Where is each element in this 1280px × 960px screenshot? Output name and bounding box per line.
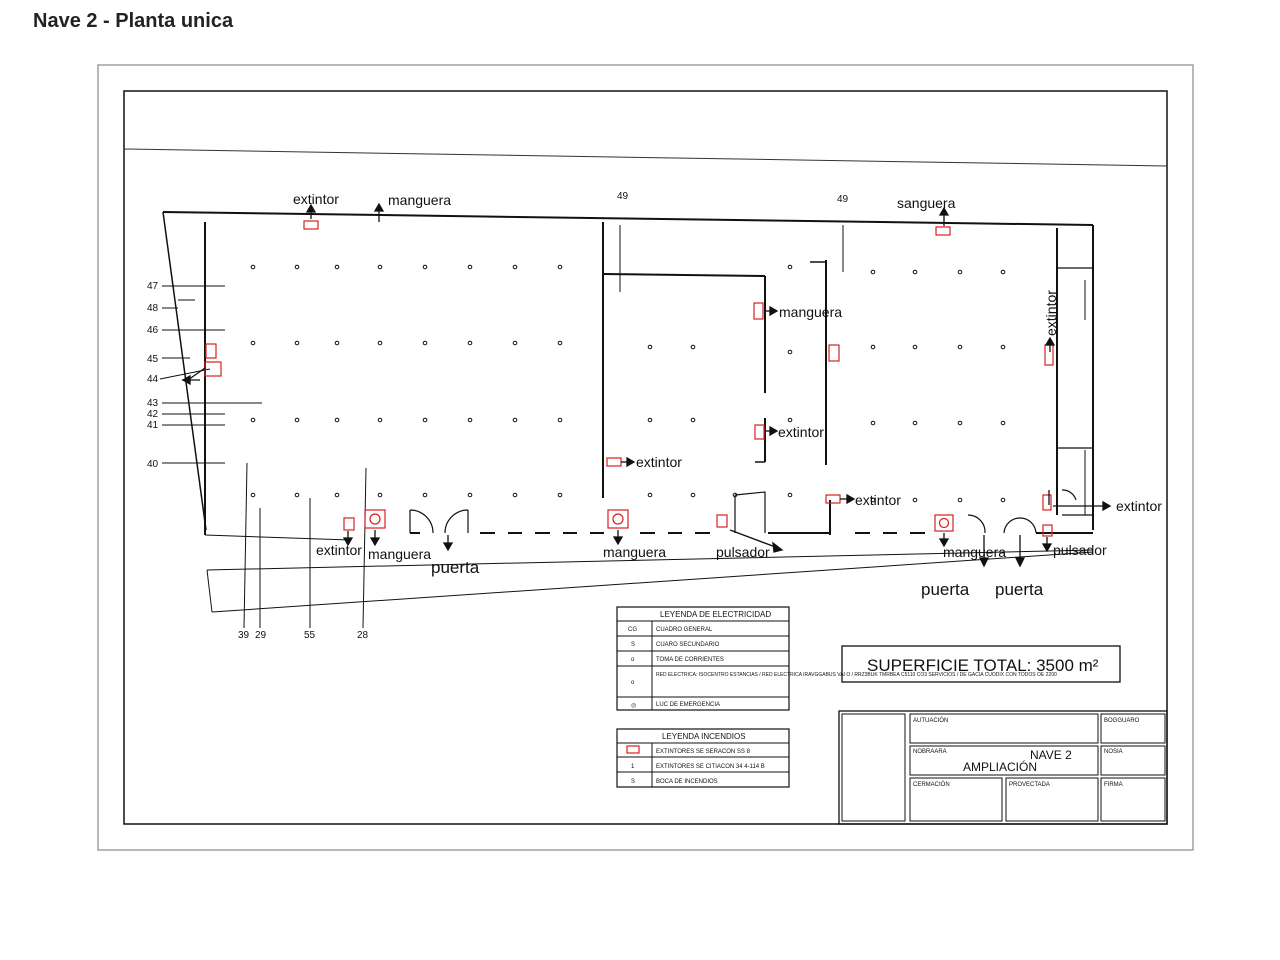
legend-symbol: 1 [631,764,635,770]
extinguisher-symbol [935,226,951,236]
label-extintor: extintor [1043,290,1059,336]
label-pulsador: pulsador [1053,542,1107,558]
tb-nave: NAVE 2 [1030,748,1072,762]
legend-text: TOMA DE CORRIENTES [656,657,724,663]
tb-cermacion: CERMACIÓN [913,781,950,788]
ref-number: 42 [147,409,159,420]
label-extintor: extintor [855,492,901,508]
ref-number: 46 [147,325,159,336]
hose-symbol [204,361,222,377]
label-num-49: 49 [837,194,849,205]
page-title: Nave 2 - Planta unica [33,10,234,32]
left-leader-lines [159,285,262,464]
extinguisher-symbol [303,220,319,230]
legend-symbol: S [631,779,635,785]
label-manguera: manguera [603,544,666,560]
legend-text: CUARO SECUNDARIO [656,642,720,648]
legend-text: RED ELECTRICA: ISOCENTRO ESTANCIAS / RED… [656,672,1057,678]
superficie-total: SUPERFICIE TOTAL: 3500 m² [867,656,1099,675]
fire-equipment [204,220,1054,537]
street-line [123,148,1168,167]
label-manguera: manguera [388,192,451,208]
ref-number: 48 [147,303,159,314]
title-block [838,710,1168,825]
ref-number: 55 [304,630,316,641]
interior-walls [602,222,1093,535]
ref-number: 45 [147,354,159,365]
arrows [181,202,1112,568]
label-puerta: puerta [921,580,970,599]
extinguisher-symbol [343,517,355,531]
label-extintor: extintor [1116,498,1162,514]
label-manguera: manguera [368,546,431,562]
outlet-dots [250,264,1006,503]
ref-number: 40 [147,459,159,470]
hose-symbol [364,509,386,529]
tb-boggiaro: BOGGUARO [1104,718,1140,724]
tb-nobrara: NOBRAARA [913,749,947,755]
tb-proyectada: PROVECTADA [1009,782,1050,788]
legend-symbol: S [631,642,635,648]
extinguisher-symbol [828,344,840,362]
bottom-leader-lines [243,462,367,629]
extinguisher-symbol [606,457,622,467]
label-manguera: manguera [779,304,842,320]
legend-title: LEYENDA INCENDIOS [662,732,746,741]
extinguisher-symbol [626,745,640,754]
legend-text: CUADRO GENERAL [656,627,713,633]
label-manguera: manguera [943,544,1006,560]
ref-number: 44 [147,374,159,385]
hose-symbol [934,514,954,532]
pulsador-symbol [716,514,728,528]
ref-number: 47 [147,281,159,292]
pulsador-symbol [1042,524,1053,537]
extinguisher-symbol [753,302,764,320]
legend-text: LUC DE EMERGENCIA [656,702,720,708]
label-num-49: 49 [617,191,629,202]
sheet-inner-frame [123,90,1168,825]
tb-firma: FIRMA [1104,782,1123,788]
legend-symbol: o [631,680,635,686]
extinguisher-symbol [205,343,217,359]
label-extintor: extintor [636,454,682,470]
legend-symbol: ◎ [631,703,636,709]
label-sanguera: sanguera [897,195,956,211]
ref-number: 41 [147,420,159,431]
legend-text: EXTINTORES SE CITIACON 34 4-114 B [656,764,765,770]
extinguisher-symbol [1042,494,1052,511]
building-outline [162,211,1094,613]
ref-number: 28 [357,630,369,641]
label-extintor: extintor [316,542,362,558]
ref-number: 39 [238,630,250,641]
sheet-outer-frame [97,64,1194,851]
ref-number: 29 [255,630,267,641]
label-puerta: puerta [995,580,1044,599]
legend-text: EXTINTORES SE SERACON SS 8 [656,749,751,755]
legend-electricity: LEYENDA DE ELECTRICIDAD CG CUADRO GENERA… [616,606,1057,711]
label-extintor: extintor [778,424,824,440]
tb-ampliacion: AMPLIACIÓN [963,759,1037,774]
extinguisher-symbol [825,494,841,504]
hose-symbol [607,509,629,529]
label-pulsador: pulsador [716,544,770,560]
extinguisher-symbol [1044,344,1054,366]
legend-fire: LEYENDA INCENDIOS EXTINTORES SE SERACON … [616,728,790,788]
legend-title: LEYENDA DE ELECTRICIDAD [660,610,771,619]
tb-actuacion: AUTUACIÓN [913,717,948,724]
legend-symbol: CG [628,627,637,633]
tb-nosia: NOSIA [1104,749,1123,755]
legend-symbol: o [631,657,635,663]
label-puerta: puerta [431,558,480,577]
label-extintor: extintor [293,191,339,207]
doors [409,489,1077,534]
superficie-box [841,645,1121,683]
legend-text: BOCA DE INCENDIOS [656,779,718,785]
ref-number: 43 [147,398,159,409]
extinguisher-symbol [754,424,765,440]
